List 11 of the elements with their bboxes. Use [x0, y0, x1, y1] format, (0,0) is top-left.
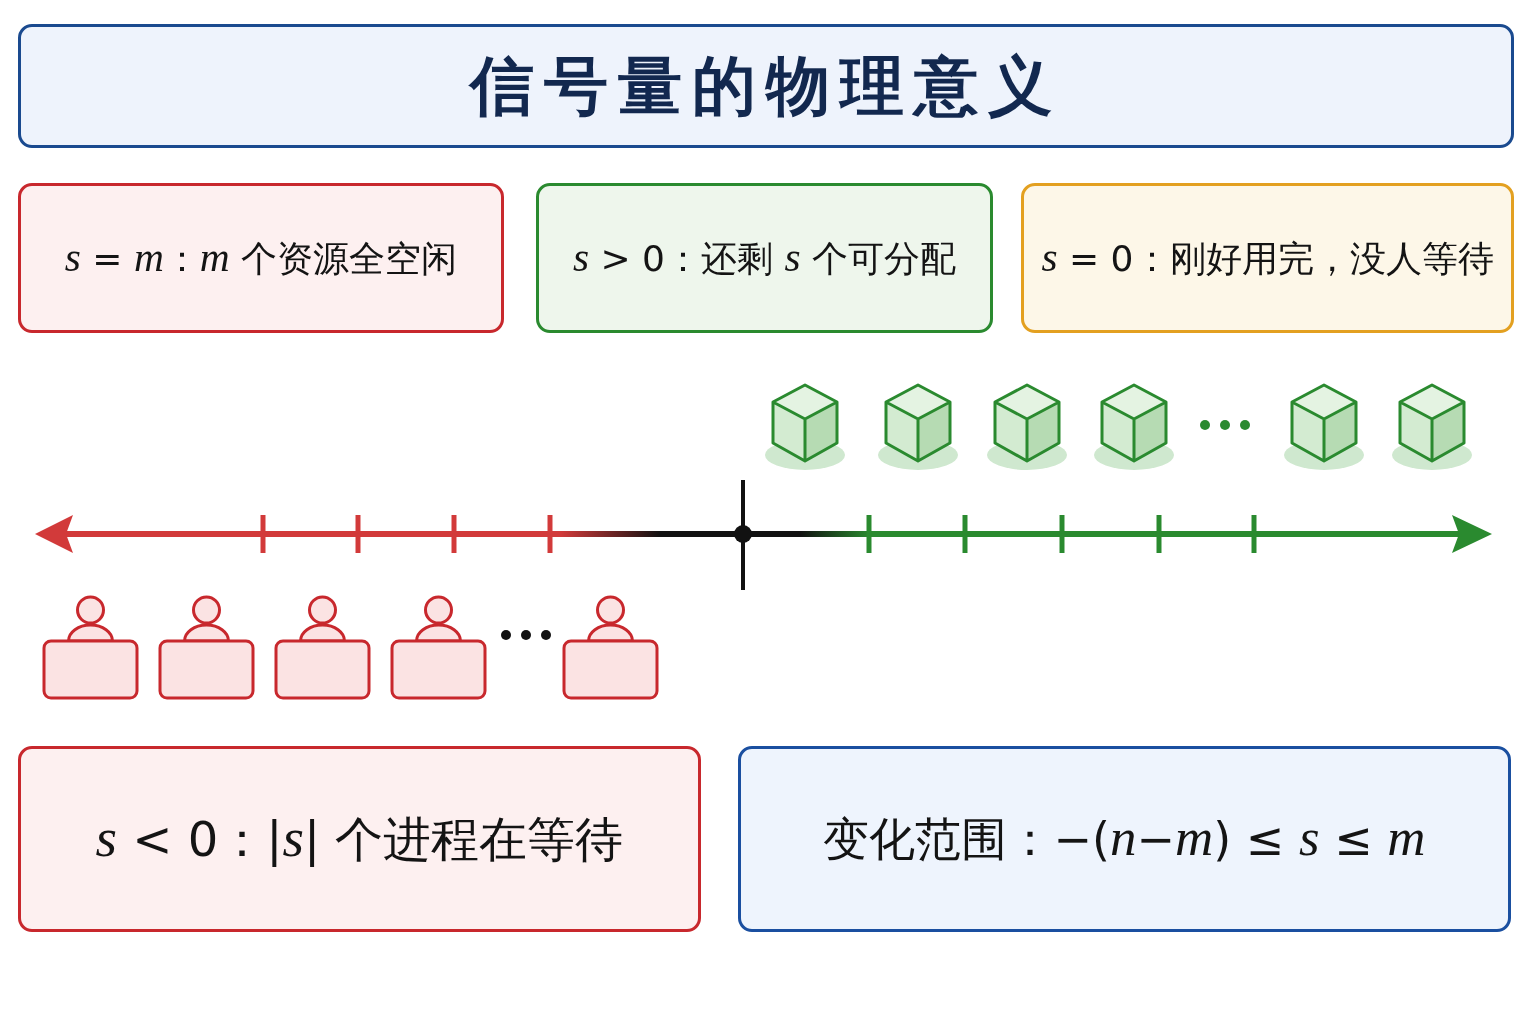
condition-text: s = 0：刚好用完，没人等待: [1041, 232, 1494, 282]
condition-text: s = m：m 个资源全空闲: [64, 232, 458, 282]
condition-text: s < 0：|s| 个进程在等待: [95, 806, 624, 870]
condition-panel: [1021, 183, 1514, 333]
condition-panel: [18, 183, 504, 333]
title-text: 信号量的物理意义: [470, 47, 1062, 125]
condition-text: s > 0：还剩 s 个可分配: [572, 232, 957, 282]
condition-panel: [738, 746, 1511, 932]
condition-text: 变化范围：−(n−m) ≤ s ≤ m: [823, 807, 1426, 868]
condition-panel: [536, 183, 993, 333]
condition-panel: [18, 746, 701, 932]
